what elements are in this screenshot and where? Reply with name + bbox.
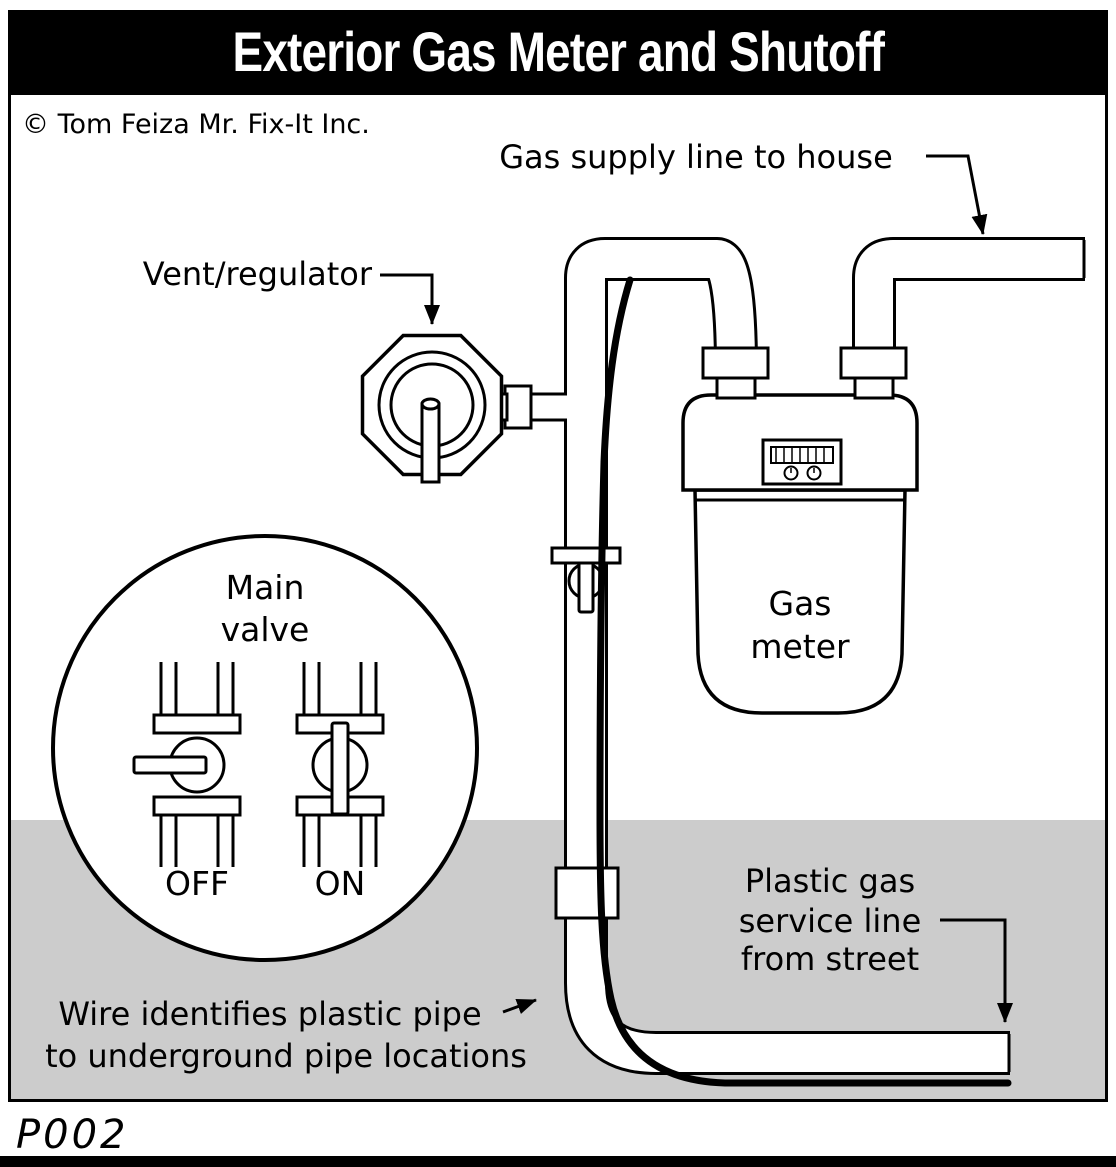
- plastic-service-label-line3: from street: [741, 940, 919, 978]
- frame-border: [8, 92, 1108, 1102]
- inset-circle: [51, 534, 479, 962]
- transition-fitting: [554, 866, 620, 920]
- valve-off-top-flange: [152, 713, 242, 735]
- meter-body: [693, 488, 907, 715]
- bottom-edge-bar: [0, 1156, 1116, 1167]
- riser-valve-flange: [550, 546, 622, 565]
- gas-meter-label-line1: Gas: [769, 584, 832, 623]
- riser-main-valve: [550, 546, 622, 614]
- valve-off-label: OFF: [165, 864, 229, 903]
- wire-note-leader-arrow: [502, 998, 537, 1015]
- figure-code: P002: [16, 1112, 129, 1158]
- wire-note-label-line2: to underground pipe locations: [45, 1037, 527, 1075]
- regulator-flange: [503, 384, 533, 430]
- page-title: Exterior Gas Meter and Shutoff: [232, 19, 884, 83]
- wire-note-label-line1: Wire identifies plastic pipe: [58, 995, 481, 1033]
- vent-regulator: [360, 333, 504, 484]
- main-valve-inset: Main valve: [51, 534, 479, 962]
- copyright-text: © Tom Feiza Mr. Fix-It Inc.: [22, 109, 370, 140]
- main-valve-label-line1: Main: [226, 568, 305, 607]
- meter-display: [761, 438, 843, 486]
- plastic-service-leader-arrow: [940, 918, 1013, 1023]
- plastic-service-label-line2: service line: [739, 902, 922, 940]
- tracer-wire: [596, 276, 1012, 1087]
- plastic-service-label-line1: Plastic gas: [745, 862, 915, 900]
- valve-off-diagram: [132, 662, 242, 867]
- service-riser-pipe: [564, 237, 1011, 1075]
- drawing-frame: Main valve: [8, 92, 1108, 1102]
- main-valve-label-line2: valve: [221, 610, 310, 649]
- diagram-canvas: Main valve: [8, 92, 1108, 1102]
- connection-pipe: [528, 394, 570, 420]
- gas-meter-label-line2: meter: [750, 627, 850, 666]
- valve-off-handle: [132, 755, 208, 775]
- valve-on-label: ON: [315, 864, 366, 903]
- regulator-vent-tube: [420, 402, 441, 484]
- regulator-vent-tube-top: [420, 397, 441, 411]
- gas-supply-leader-arrow: [926, 154, 988, 235]
- meter-right-collar: [839, 346, 908, 380]
- meter-odometer: [770, 446, 834, 464]
- valve-off-bottom-flange: [152, 795, 242, 817]
- title-bar: Exterior Gas Meter and Shutoff: [8, 10, 1108, 92]
- riser-valve-handle: [577, 558, 595, 614]
- valve-on-diagram: [295, 662, 385, 867]
- vent-regulator-label: Vent/regulator: [143, 255, 373, 293]
- house-supply-pipe: [852, 237, 1086, 370]
- gas-meter: Gas meter: [681, 346, 919, 715]
- gas-supply-label: Gas supply line to house: [499, 138, 893, 176]
- meter-left-collar: [701, 346, 770, 380]
- regulator-connection: [489, 384, 570, 430]
- valve-on-handle: [330, 721, 350, 816]
- vent-regulator-leader-arrow: [380, 273, 440, 325]
